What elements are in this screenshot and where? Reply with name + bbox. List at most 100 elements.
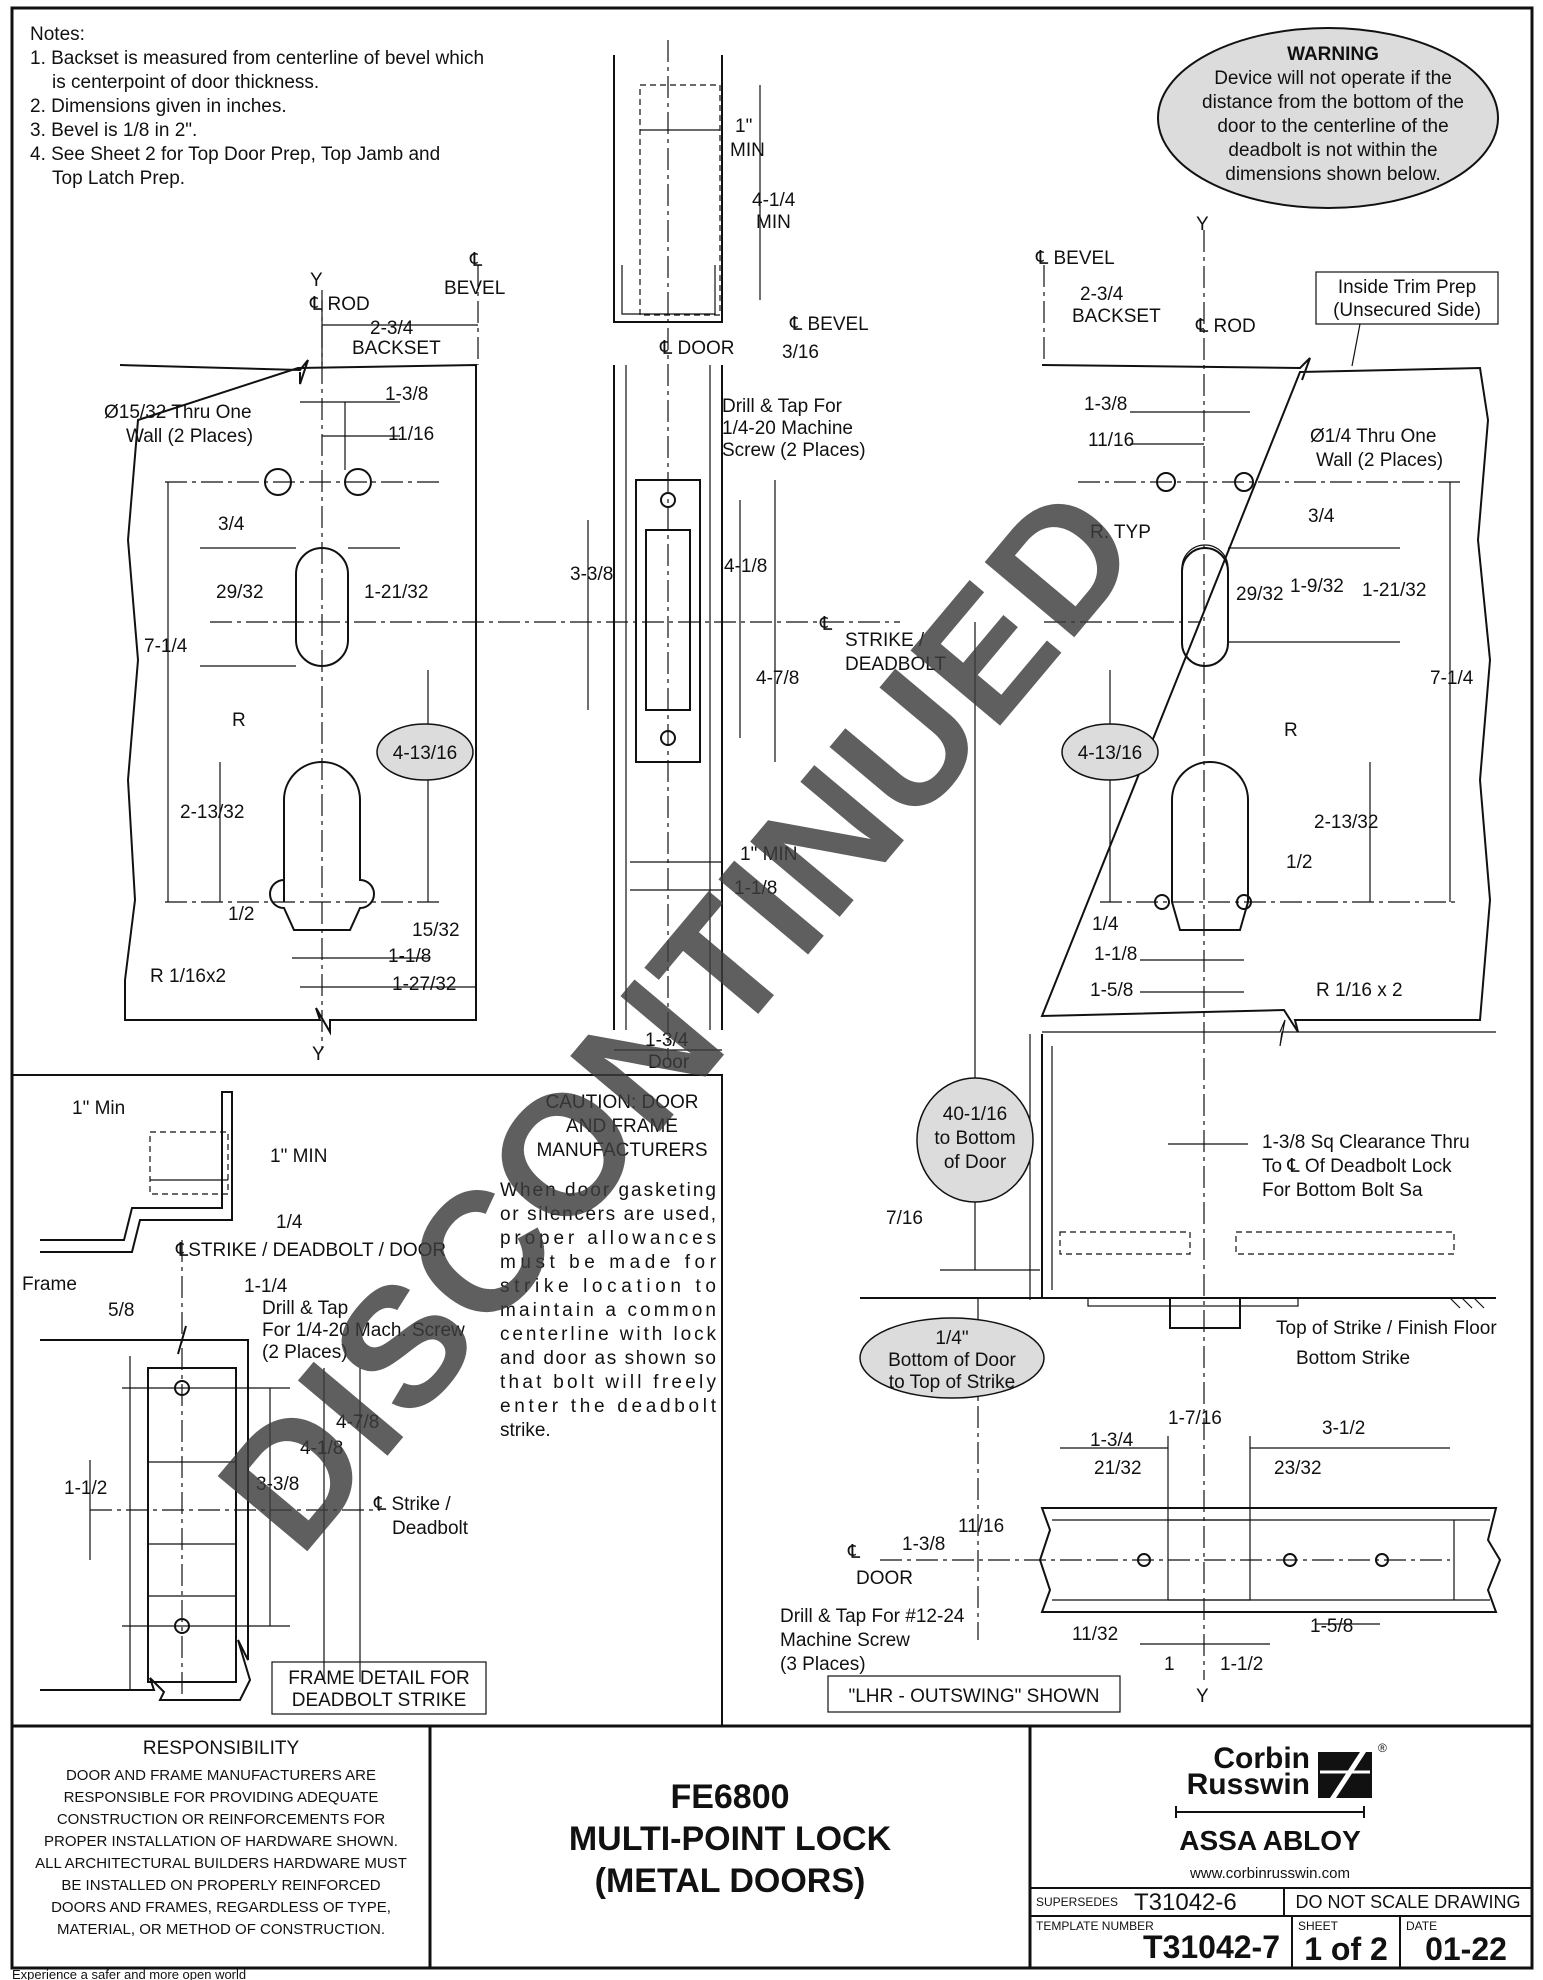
label-title-block-date-label: DATE — [1406, 1919, 1437, 1933]
label-frame-detail-d-3-3-8: 3-3/8 — [256, 1474, 299, 1495]
label-middle-view-cl-bevel: ℄ BEVEL — [789, 314, 869, 335]
right-slot — [1181, 547, 1229, 667]
label-strike-plan-d-1-3-4: 1-3/4 — [1090, 1430, 1134, 1451]
label-right-view-d-1-2: 1/2 — [1286, 852, 1312, 873]
frame-detail-title-box — [271, 1661, 487, 1715]
label-left-view-d-1-2: 1/2 — [228, 904, 254, 925]
label-right-view-d-7-1-4: 7-1/4 — [1430, 668, 1474, 689]
label-right-view-d-4-13-16: 4-13/16 — [1078, 743, 1142, 764]
bottom-elevation: 40-1/16 to Bottom of Door 1-3/8 Sq Clear… — [859, 622, 1497, 1640]
frame-detail-box — [12, 1074, 723, 1726]
label-left-view-d-3-4: 3/4 — [218, 514, 245, 535]
label-title-block-sheet-label: SHEET — [1298, 1919, 1339, 1933]
label-right-view-d-29-32: 29/32 — [1236, 584, 1284, 605]
middle-edge-view: 1" MIN 4-1/4 MIN ℄ BEVEL ℄ DOOR 3/16 Dri… — [570, 40, 946, 1073]
responsibility-block: RESPONSIBILITY DOOR AND FRAME MANUFACTUR… — [35, 1738, 407, 1938]
label-right-view-r: R — [1284, 720, 1298, 741]
label-caution-title-3: MANUFACTURERS — [536, 1140, 707, 1161]
strike-plan-view: 1-7/16 1-3/4 3-1/2 21/32 23/32 11/16 1-3… — [780, 1408, 1502, 1713]
label-brand-reg: ® — [1378, 1741, 1387, 1755]
label-frame-detail-drill-3: (2 Places) — [262, 1342, 348, 1363]
label-responsibility-lines-7: MATERIAL, OR METHOD OF CONSTRUCTION. — [57, 1921, 385, 1938]
label-left-view-d-1-3-8: 1-3/8 — [385, 384, 428, 405]
label-middle-view-d-4-1-4: 4-1/4 — [752, 190, 796, 211]
label-right-view-y-top: Y — [1196, 214, 1209, 235]
label-left-view-y-top: Y — [310, 270, 323, 291]
label-strike-plan-d-11-32: 11/32 — [1072, 1624, 1118, 1645]
warning-title: WARNING — [1287, 44, 1379, 65]
label-right-view-hole-2: Wall (2 Places) — [1316, 450, 1443, 471]
label-frame-detail-drill-2: For 1/4-20 Mach. Screw — [262, 1320, 465, 1341]
left-4-13-16-callout — [376, 723, 474, 781]
label-right-view-r-typ: R. TYP — [1090, 522, 1151, 543]
label-strike-plan-shown: "LHR - OUTSWING" SHOWN — [849, 1686, 1100, 1707]
label-caution-lines-3: must be made for — [500, 1252, 717, 1273]
label-left-view-cl-rod: ℄ ROD — [309, 294, 370, 315]
note-line: 1. Backset is measured from centerline o… — [30, 48, 484, 69]
drawing-polygon — [1318, 1752, 1360, 1798]
label-right-view-hole-1: Ø1/4 Thru One — [1310, 426, 1436, 447]
label-frame-detail-title-1: FRAME DETAIL FOR — [288, 1668, 470, 1689]
label-responsibility-lines-5: BE INSTALLED ON PROPERLY REINFORCED — [61, 1877, 380, 1894]
label-middle-view-door: Door — [648, 1052, 690, 1073]
label-left-view-backset-dim: 2-3/4 — [370, 318, 414, 339]
label-frame-detail-d-1-4: 1/4 — [276, 1212, 303, 1233]
note-line: is centerpoint of door thickness. — [52, 72, 319, 93]
label-frame-detail-d-5-8: 5/8 — [108, 1300, 134, 1321]
label-responsibility-lines-6: DOORS AND FRAMES, REGARDLESS OF TYPE, — [51, 1899, 391, 1916]
label-frame-detail-d-4-1-8: 4-1/8 — [300, 1438, 343, 1459]
note-line: 4. See Sheet 2 for Top Door Prep, Top Ja… — [30, 144, 440, 165]
label-right-view-d-1-9-32: 1-9/32 — [1290, 576, 1344, 597]
label-right-view-bottom-strike: Bottom Strike — [1296, 1348, 1410, 1369]
label-middle-view-d-1-3-4: 1-3/4 — [645, 1030, 689, 1051]
label-right-view-d-11-16: 11/16 — [1088, 430, 1134, 451]
left-bolt-cutout — [269, 761, 375, 931]
drawing-line — [1351, 323, 1361, 367]
label-caution-lines-1: or silencers are used, — [500, 1204, 716, 1225]
label-right-view-bottom-3: of Door — [944, 1152, 1007, 1173]
label-strike-plan-d-1-3-8: 1-3/8 — [902, 1534, 945, 1555]
label-right-view-trim-1: Inside Trim Prep — [1338, 277, 1476, 298]
label-right-view-clear-2: To ℄ Of Deadbolt Lock — [1262, 1156, 1452, 1177]
label-responsibility-lines-3: PROPER INSTALLATION OF HARDWARE SHOWN. — [44, 1833, 398, 1850]
label-caution-title-2: AND FRAME — [566, 1116, 678, 1137]
brand-block: Corbin Russwin ® ASSA ABLOY www.corbinru… — [1175, 1741, 1387, 1882]
label-left-view-y-bottom: Y — [312, 1044, 325, 1065]
label-right-view-d-1-5-8: 1-5/8 — [1090, 980, 1133, 1001]
strike-plan-outline — [1038, 1507, 1502, 1613]
drawing-rect — [1087, 1297, 1299, 1307]
label-middle-view-d-3-3-8: 3-3/8 — [570, 564, 613, 585]
label-left-view-d-2-13-32: 2-13/32 — [180, 802, 244, 823]
label-right-view-cl-rod: ℄ ROD — [1195, 316, 1256, 337]
label-left-view-bevel: BEVEL — [444, 278, 505, 299]
warning-line: dimensions shown below. — [1225, 164, 1440, 185]
label-middle-view-drill-3: Screw (2 Places) — [722, 440, 866, 461]
label-caution-lines-7: and door as shown so — [500, 1348, 716, 1369]
label-middle-view-d-1-min: 1" — [735, 116, 752, 137]
label-strike-plan-door: DOOR — [856, 1568, 913, 1589]
brand-url: www.corbinrusswin.com — [1189, 1865, 1350, 1882]
supersedes-number: T31042-6 — [1134, 1889, 1237, 1916]
notes: Notes: 1. Backset is measured from cente… — [30, 24, 484, 189]
label-middle-view-cl-strike: ℄ — [819, 614, 833, 635]
label-title-block-template-label: TEMPLATE NUMBER — [1036, 1919, 1154, 1933]
label-middle-view-min: MIN — [730, 140, 765, 161]
label-right-view-bottom-1: 40-1/16 — [943, 1104, 1007, 1125]
frame-face — [40, 1325, 252, 1701]
frame-strike-plate — [147, 1367, 237, 1683]
warning-ellipse — [1157, 27, 1499, 209]
label-caution-lines-8: that bolt will freely — [500, 1372, 717, 1393]
drawing-rect — [639, 84, 721, 316]
label-middle-view-d-1-1-8: 1-1/8 — [734, 878, 777, 899]
label-left-view-backset: BACKSET — [352, 338, 441, 359]
label-caution-lines-0: When door gasketing — [500, 1180, 716, 1201]
label-right-view-d-1-1-8: 1-1/8 — [1094, 944, 1137, 965]
drawing-polygon — [1336, 1752, 1372, 1798]
label-strike-plan-d-1-1-2: 1-1/2 — [1220, 1654, 1263, 1675]
right-bolt-cutout — [1171, 761, 1249, 931]
lhr-outswing-label — [827, 1675, 1121, 1713]
product-model: FE6800 — [670, 1778, 789, 1816]
product-name: MULTI-POINT LOCK — [569, 1820, 892, 1858]
warning-line: door to the centerline of the — [1217, 116, 1448, 137]
